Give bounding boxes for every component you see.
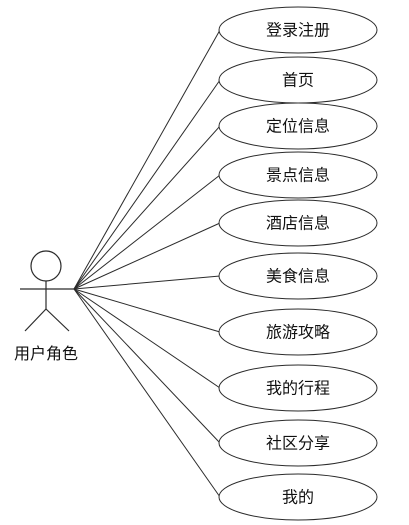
use-case-attractions: 景点信息 xyxy=(218,151,378,199)
actor-user: 用户角色 xyxy=(14,250,78,363)
actor-left-leg xyxy=(24,308,47,332)
use-case-community: 社区分享 xyxy=(218,419,378,467)
use-case-itinerary: 我的行程 xyxy=(218,364,378,412)
use-case-hotels: 酒店信息 xyxy=(218,199,378,247)
use-case-ellipse xyxy=(218,364,378,412)
use-case-guides: 旅游攻略 xyxy=(218,308,378,356)
use-case-home: 首页 xyxy=(218,56,378,104)
use-case-ellipse xyxy=(218,102,378,150)
use-case-login: 登录注册 xyxy=(218,6,378,54)
use-case-label: 定位信息 xyxy=(266,117,330,136)
use-case-label: 社区分享 xyxy=(266,434,330,453)
association-line-food xyxy=(73,275,221,290)
actor-right-leg xyxy=(45,308,70,332)
use-case-ellipse xyxy=(218,473,378,521)
use-case-food: 美食信息 xyxy=(218,252,378,300)
use-case-ellipse xyxy=(218,252,378,300)
use-case-label: 景点信息 xyxy=(266,166,330,185)
use-case-location: 定位信息 xyxy=(218,102,378,150)
use-case-label: 酒店信息 xyxy=(266,214,330,233)
association-line-attractions xyxy=(73,174,221,290)
use-case-ellipse xyxy=(218,151,378,199)
actor-head xyxy=(30,250,62,282)
actor-label: 用户角色 xyxy=(14,344,78,363)
association-line-mine xyxy=(73,288,221,498)
use-case-label: 我的行程 xyxy=(266,379,330,398)
use-case-mine: 我的 xyxy=(218,473,378,521)
use-case-ellipse xyxy=(218,199,378,247)
use-case-label: 美食信息 xyxy=(266,267,330,286)
use-case-ellipse xyxy=(218,419,378,467)
association-line-location xyxy=(73,125,221,290)
use-case-label: 我的 xyxy=(282,488,314,507)
association-line-login xyxy=(73,29,221,290)
association-line-guides xyxy=(73,288,221,333)
use-case-label: 登录注册 xyxy=(266,21,330,40)
use-case-ellipse xyxy=(218,6,378,54)
association-line-home xyxy=(73,79,221,290)
use-case-label: 旅游攻略 xyxy=(266,323,330,342)
association-line-hotels xyxy=(73,222,221,290)
use-case-label: 首页 xyxy=(282,71,314,90)
association-line-community xyxy=(73,288,221,444)
association-lines xyxy=(73,29,221,498)
use-case-ellipse xyxy=(218,308,378,356)
association-line-itinerary xyxy=(73,288,221,389)
